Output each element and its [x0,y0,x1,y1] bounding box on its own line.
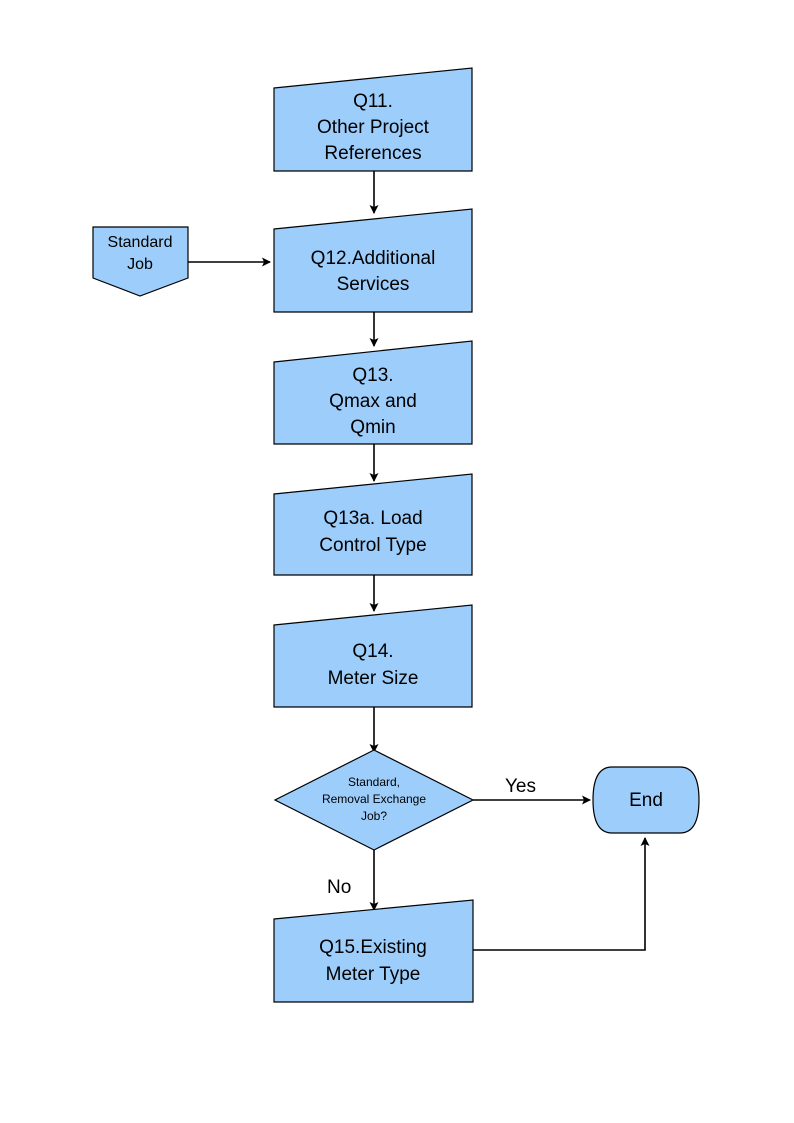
q11-label-line2: Other Project [317,117,430,138]
node-q14[interactable]: Q14. Meter Size [273,604,473,708]
end-label: End [629,790,663,811]
q11-label-line1: Q11. [353,91,393,112]
decision-label-line1: Standard, [348,775,400,789]
q15-label-line2: Meter Type [326,964,421,985]
q12-shape [273,208,473,313]
node-q12[interactable]: Q12.Additional Services [273,208,473,313]
q13a-shape [273,473,473,576]
edge-label-no: No [327,877,351,898]
edge-q15-to-end [473,837,650,951]
q11-shape [273,67,473,172]
q13-label-line1: Q13. [352,365,393,386]
node-q11[interactable]: Q11. Other Project References [273,67,473,172]
standard-job-label-line2: Job [127,256,153,273]
q12-label-line1: Q12.Additional [311,248,436,269]
node-q15[interactable]: Q15.Existing Meter Type [273,899,474,1003]
q12-label-line2: Services [337,274,410,295]
q13-shape [273,340,473,445]
q13-label-line3: Qmin [350,417,395,438]
standard-job-shape [92,226,189,297]
node-end[interactable]: End [592,766,700,834]
edge-label-yes: Yes [505,776,536,797]
decision-label-line3: Job? [361,809,387,823]
q13-label-line2: Qmax and [329,391,417,412]
standard-job-label-line1: Standard [108,234,173,251]
node-standard-job[interactable]: Standard Job [92,226,189,297]
q14-label-line2: Meter Size [328,668,419,689]
node-q13[interactable]: Q13. Qmax and Qmin [273,340,473,445]
q11-label-line3: References [324,143,421,164]
q15-label-line1: Q15.Existing [319,937,427,958]
node-q13a[interactable]: Q13a. Load Control Type [273,473,473,576]
q14-shape [273,604,473,708]
q14-label-line1: Q14. [352,641,393,662]
decision-label-line2: Removal Exchange [322,792,426,806]
q13a-label-line2: Control Type [319,535,426,556]
node-decision[interactable]: Standard, Removal Exchange Job? [273,749,475,851]
end-shape [592,766,700,834]
q13a-label-line1: Q13a. Load [323,508,422,529]
q15-shape [273,899,474,1003]
